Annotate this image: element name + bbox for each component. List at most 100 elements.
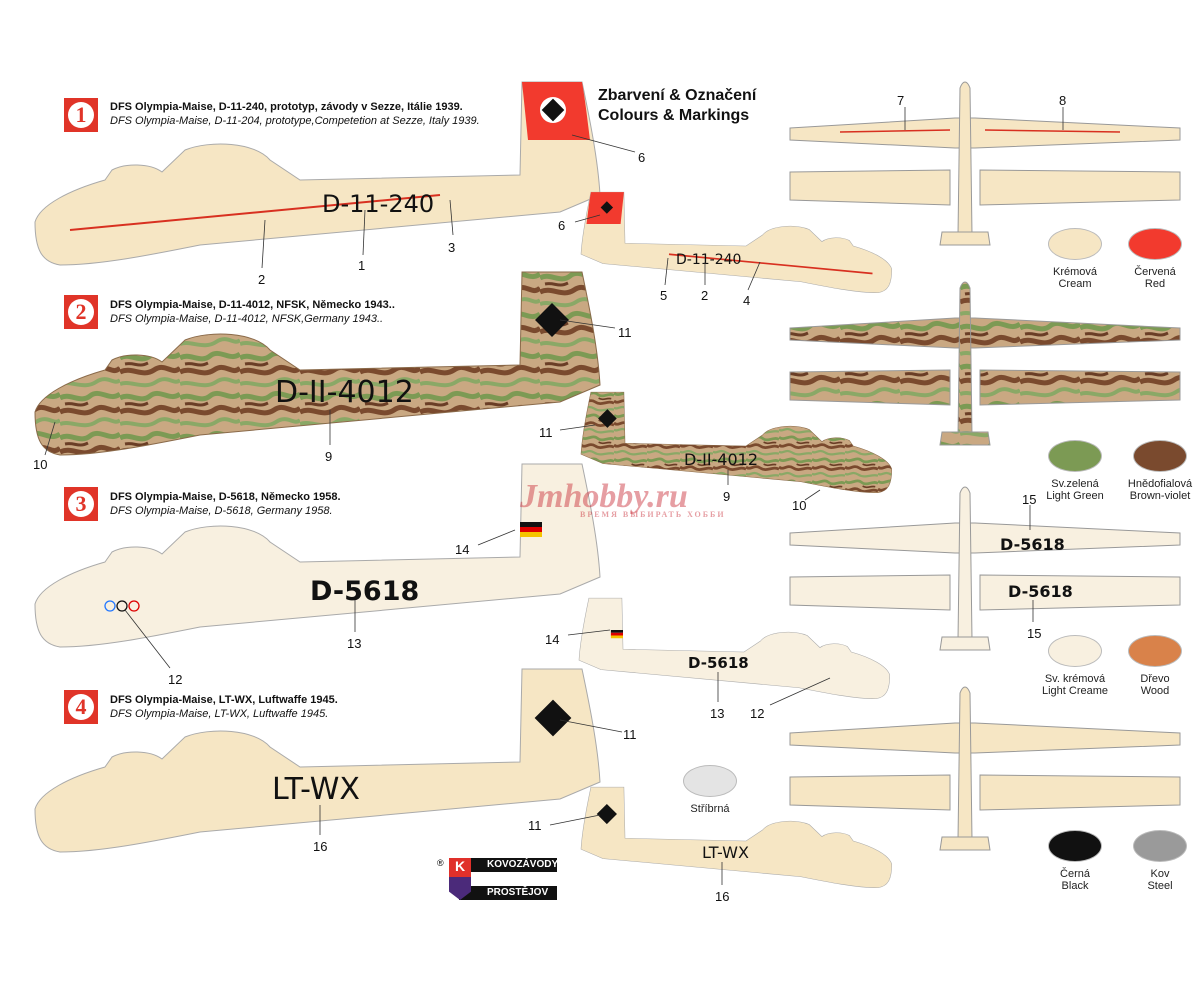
- swatch-color: [1048, 228, 1102, 260]
- profile-badge-4: 4: [64, 690, 98, 724]
- registration-text: LT-WX: [702, 843, 749, 862]
- swatch-color: [683, 765, 737, 797]
- header-cz: DFS Olympia-Maise, D-11-4012, NFSK, Něme…: [110, 299, 395, 311]
- logo-emblem: K: [449, 858, 471, 900]
- profile-3-large: D-5618: [34, 463, 601, 648]
- swatch-label-cz: Černá: [1060, 868, 1090, 880]
- callout: 14: [545, 632, 559, 647]
- registration-text: D-11-240: [676, 252, 741, 268]
- top-view-2: [789, 281, 1181, 446]
- callout: 15: [1027, 626, 1041, 641]
- top-view-1: [789, 81, 1181, 246]
- profile-header-3: DFS Olympia-Maise, D-5618, Německo 1958.…: [110, 490, 341, 518]
- profile-4-small: LT-WX: [580, 786, 893, 889]
- swatch-label-cz: Krémová: [1052, 266, 1098, 278]
- header-en: DFS Olympia-Maise, D-11-204, prototype,C…: [110, 115, 480, 127]
- header-cz: DFS Olympia-Maise, D-11-240, prototyp, z…: [110, 101, 463, 113]
- callout: 11: [618, 325, 632, 340]
- kovozavody-logo: ® KOVOZÁVODY PROSTĚJOV K: [437, 858, 558, 900]
- header-en: DFS Olympia-Maise, LT-WX, Luftwaffe 1945…: [110, 708, 329, 720]
- swatch-label-en: Brown-violet: [1129, 490, 1191, 502]
- registration-text: D-5618: [688, 654, 749, 672]
- callout: 2: [258, 272, 265, 287]
- swatch-label-cz: Červená: [1134, 266, 1176, 278]
- badge-number: 2: [68, 299, 94, 325]
- swatch-label-en: Red: [1144, 278, 1166, 290]
- callout: 11: [539, 425, 553, 440]
- callout: 9: [723, 489, 730, 504]
- swatch-color: [1048, 635, 1102, 667]
- profile-header-2: DFS Olympia-Maise, D-11-4012, NFSK, Něme…: [110, 298, 395, 326]
- callout: 6: [638, 150, 645, 165]
- registration-text: D-11-240: [322, 190, 434, 218]
- profile-2-large: D-II-4012: [34, 271, 601, 456]
- swatch-color: [1048, 440, 1102, 472]
- swatch-label-cz: Dřevo: [1140, 673, 1170, 685]
- swatch-label-cz: Stříbrná: [690, 803, 730, 815]
- profile-1-large: D-11-240: [34, 81, 601, 266]
- swatch-label-en: Wood: [1140, 685, 1170, 697]
- registration-text: LT-WX: [272, 772, 360, 807]
- callout: 8: [1059, 93, 1066, 108]
- header-en: DFS Olympia-Maise, D-11-4012, NFSK,Germa…: [110, 313, 384, 325]
- callout: 6: [558, 218, 565, 233]
- title-czech: Zbarvení & Označení: [598, 87, 757, 104]
- profile-header-1: DFS Olympia-Maise, D-11-240, prototyp, z…: [110, 100, 480, 128]
- callout: 9: [325, 449, 332, 464]
- callout: 2: [701, 288, 708, 303]
- header-cz: DFS Olympia-Maise, D-5618, Německo 1958.: [110, 491, 341, 503]
- swatch-label-en: Cream: [1058, 278, 1092, 290]
- logo-line-2: PROSTĚJOV: [459, 886, 557, 900]
- callout: 16: [313, 839, 327, 854]
- top-view-3: [789, 486, 1181, 651]
- callout: 12: [750, 706, 764, 721]
- logo-line-1: KOVOZÁVODY: [459, 858, 558, 872]
- profile-1-small: D-11-240: [580, 191, 893, 294]
- callout: 11: [623, 727, 637, 742]
- profile-badge-2: 2: [64, 295, 98, 329]
- watermark-tagline: ВРЕМЯ ВЫБИРАТЬ ХОББИ: [580, 510, 726, 519]
- swatch-label-en: Black: [1061, 880, 1089, 892]
- swatch-label-cz: Sv.zelená: [1051, 478, 1099, 490]
- callout: 10: [33, 457, 47, 472]
- profile-badge-3: 3: [64, 487, 98, 521]
- registration-text: D-II-4012: [684, 450, 758, 469]
- top-registration-upper: D-5618: [1000, 535, 1065, 554]
- callout-lines: [44, 107, 1064, 885]
- callout: 13: [710, 706, 724, 721]
- top-view-4: [789, 686, 1181, 851]
- title-english: Colours & Markings: [598, 107, 750, 124]
- callout: 3: [448, 240, 455, 255]
- swatch-color: [1128, 228, 1182, 260]
- swatch-label-cz: Hnědofialová: [1127, 478, 1193, 490]
- registration-text: D-5618: [310, 576, 419, 607]
- badge-number: 3: [68, 491, 94, 517]
- callout: 15: [1022, 492, 1036, 507]
- swatch-color: [1128, 635, 1182, 667]
- callout: 12: [168, 672, 182, 687]
- badge-number: 1: [68, 102, 94, 128]
- profile-badge-1: 1: [64, 98, 98, 132]
- swatch-label-en: Light Green: [1046, 490, 1104, 502]
- profile-4-large: LT-WX: [34, 668, 601, 853]
- swatch-label-en: Light Creame: [1041, 685, 1109, 697]
- swatch-silver: Stříbrná: [665, 765, 755, 815]
- swatch-color: [1048, 830, 1102, 862]
- callout: 16: [715, 889, 729, 904]
- callout: 5: [660, 288, 667, 303]
- registration-text: D-II-4012: [275, 375, 414, 410]
- callout: 14: [455, 542, 469, 557]
- swatch-color: [1133, 830, 1187, 862]
- swatch-color: [1133, 440, 1187, 472]
- callout: 11: [528, 818, 542, 833]
- page-title: Zbarvení & Označení Colours & Markings: [598, 86, 756, 126]
- swatch-label-cz: Sv. krémová: [1044, 673, 1106, 685]
